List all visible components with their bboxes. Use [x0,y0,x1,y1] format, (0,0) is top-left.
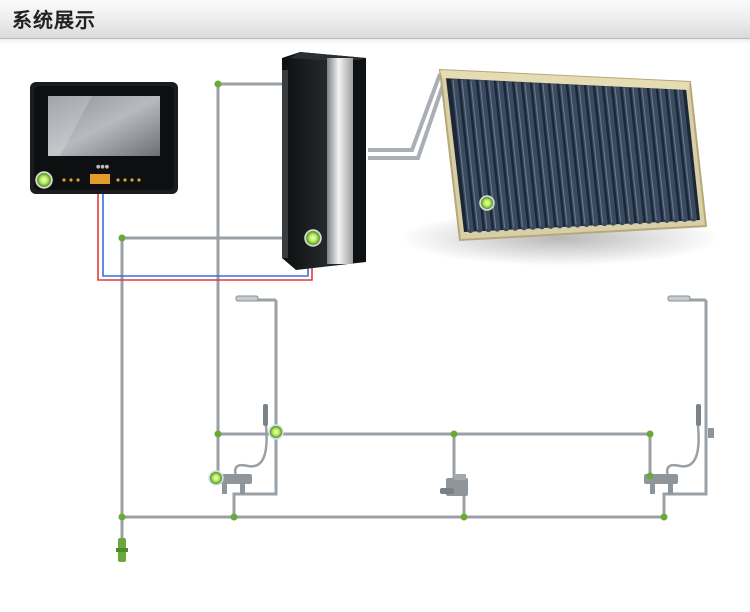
pipe-joint [214,430,222,438]
collector-tube-highlight [551,84,568,225]
collector-tube [586,82,608,227]
collector-tube [676,86,697,222]
shower-left-mixer [218,474,252,484]
collector-tube [523,80,546,230]
collector-tube-highlight [560,84,577,225]
pipe-joint [646,472,654,480]
collector-tube-highlight [632,87,648,221]
collector-tube-highlight [623,87,639,222]
indicator-solar-collector [479,195,495,211]
wire-hot [97,194,313,281]
collector-tube-highlight [668,89,684,219]
collector-tube [559,81,581,228]
pipe-shower-right-riser [662,300,708,517]
pipe-joint [118,234,126,242]
solar-collector [400,68,720,266]
indicator-water-tank [304,229,322,247]
page-header: 系统展示 [0,0,750,39]
collector-tube [613,83,635,225]
collector-tube [658,85,679,223]
water-tank [282,52,366,270]
collector-tube-highlight [515,82,532,227]
indicator-mixer-left [208,470,224,486]
collector-tube-highlight [524,83,541,227]
collector-tube-highlight [677,89,693,219]
shower-left [218,295,268,494]
shower-right [644,295,714,494]
header-shadow [0,38,750,44]
collector-tube [451,76,474,234]
pipe-joint [660,513,668,521]
page-title: 系统展示 [12,8,96,32]
collector-tube-highlight [542,83,559,226]
collector-tube [496,78,519,231]
collector-tube [631,84,653,224]
faucet-middle [440,474,468,496]
valve-indicators [208,424,284,486]
collector-tube [505,79,528,231]
control-panel-display [90,174,110,184]
shower-left-handheld [263,404,268,426]
pipe-joint [460,513,468,521]
solar-link-pipes [368,73,448,160]
collector-tube-highlight [605,86,622,222]
shower-right-head [667,295,691,302]
collector-tube-highlight [596,86,613,223]
collector-tube [667,86,688,222]
collector-tube [595,83,617,226]
control-wires [97,194,313,281]
collector-tube [649,85,671,223]
wire-cold [102,194,309,277]
collector-tube-highlight [569,85,586,224]
collector-tube-highlight [533,83,550,226]
control-panel: ●●● [30,82,178,194]
collector-tube-highlight [614,87,631,222]
inlet-valve [116,538,128,562]
pipe-joint [646,430,654,438]
collector-tube [577,82,599,227]
pipe-joint [214,80,222,88]
collector-tube-highlight [461,80,479,230]
pipe-joint [450,430,458,438]
shower-right-handheld [696,404,701,426]
control-panel-screen [48,96,160,156]
collector-tube [604,83,626,226]
collector-tube-highlight [578,85,595,224]
shower-left-head [235,295,259,302]
collector-tube-highlight [587,85,604,223]
indicator-shower-left-valve [268,424,284,440]
collector-tube [532,80,555,229]
collector-tube [460,77,483,233]
faucet-middle-spout [440,488,454,494]
collector-tube-highlight [641,88,657,221]
collector-tube-highlight [497,82,515,228]
collector-tube [622,84,644,225]
collector-tube-highlight [452,80,470,230]
pipe-joint [118,513,126,521]
control-panel-logo: ●●● [96,164,110,170]
collector-tube-highlight [650,88,666,220]
collector-tube [550,81,572,228]
collector-tube [514,79,537,230]
collector-tube-highlight [659,88,675,220]
collector-tube [568,81,590,228]
collector-tube-highlight [506,82,523,228]
pipe-joint [230,513,238,521]
collector-tube [640,85,662,224]
pipe-shower-left-riser [232,300,278,517]
indicator-control-panel [35,171,53,189]
collector-tube-highlight [488,81,506,228]
tank-front-stripe [327,58,353,264]
collector-tube [541,80,563,229]
collector-tube [487,78,510,232]
